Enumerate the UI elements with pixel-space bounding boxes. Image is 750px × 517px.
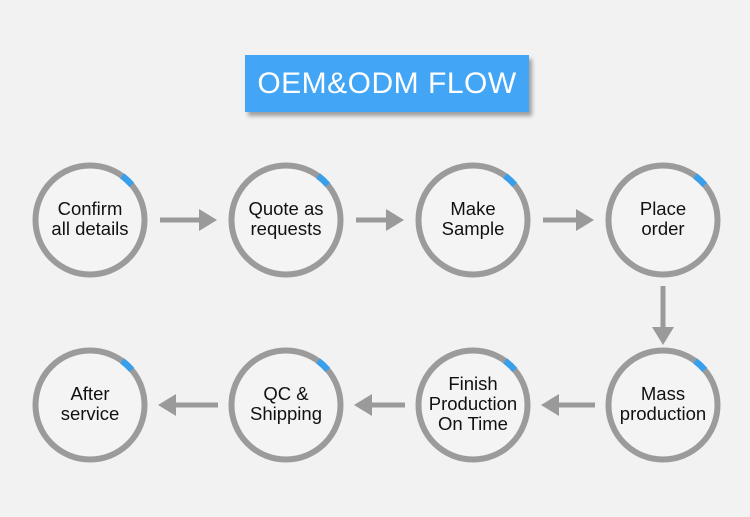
arrow-4-to-5	[652, 286, 674, 345]
step-accent-arc	[693, 173, 708, 188]
step-accent-arc	[693, 358, 708, 373]
arrow-head	[158, 394, 176, 416]
step-label-7: QC &Shipping	[231, 384, 341, 424]
step-ring	[605, 347, 721, 463]
arrow-3-to-4	[543, 209, 594, 231]
step-node-3	[415, 162, 531, 278]
step-label-line: service	[60, 403, 120, 424]
step-accent-arc	[120, 358, 135, 373]
step-node-5	[605, 347, 721, 463]
arrow-1-to-2	[160, 209, 217, 231]
step-label-line: Shipping	[249, 403, 322, 424]
step-label-line: Production	[428, 393, 518, 414]
step-label-line: QC &	[263, 383, 309, 404]
step-label-line: Place	[639, 198, 687, 219]
step-label-line: requests	[250, 218, 322, 239]
step-node-1	[32, 162, 148, 278]
arrow-head	[541, 394, 559, 416]
step-label-line: Quote as	[248, 198, 324, 219]
step-ring	[32, 162, 148, 278]
step-ring	[415, 347, 531, 463]
arrow-head	[354, 394, 372, 416]
arrow-2-to-3	[356, 209, 404, 231]
step-node-8	[32, 347, 148, 463]
step-ring	[228, 347, 344, 463]
arrow-6-to-7	[354, 394, 405, 416]
arrow-5-to-6	[541, 394, 595, 416]
arrow-head	[199, 209, 217, 231]
step-node-6	[415, 347, 531, 463]
arrow-head	[576, 209, 594, 231]
step-label-line: Finish	[448, 373, 498, 394]
step-node-2	[228, 162, 344, 278]
title-banner: OEM&ODM FLOW	[245, 55, 529, 112]
step-ring	[228, 162, 344, 278]
arrow-head	[652, 327, 674, 345]
step-node-7	[228, 347, 344, 463]
step-label-line: Mass	[640, 383, 686, 404]
step-label-line: production	[619, 403, 707, 424]
step-label-line: all details	[51, 218, 129, 239]
arrow-head	[386, 209, 404, 231]
step-label-line: Confirm	[57, 198, 123, 219]
step-ring	[605, 162, 721, 278]
step-accent-arc	[316, 358, 331, 373]
step-label-line: On Time	[438, 413, 508, 434]
step-label-line: Sample	[441, 218, 505, 239]
step-accent-arc	[503, 173, 518, 188]
step-ring	[415, 162, 531, 278]
step-label-line: Make	[450, 198, 496, 219]
step-accent-arc	[503, 358, 518, 373]
step-accent-arc	[120, 173, 135, 188]
arrow-7-to-8	[158, 394, 218, 416]
step-node-4	[605, 162, 721, 278]
step-ring	[32, 347, 148, 463]
title-text: OEM&ODM FLOW	[257, 66, 517, 100]
step-label-line: After	[70, 383, 110, 404]
step-label-line: order	[641, 218, 685, 239]
step-accent-arc	[316, 173, 331, 188]
